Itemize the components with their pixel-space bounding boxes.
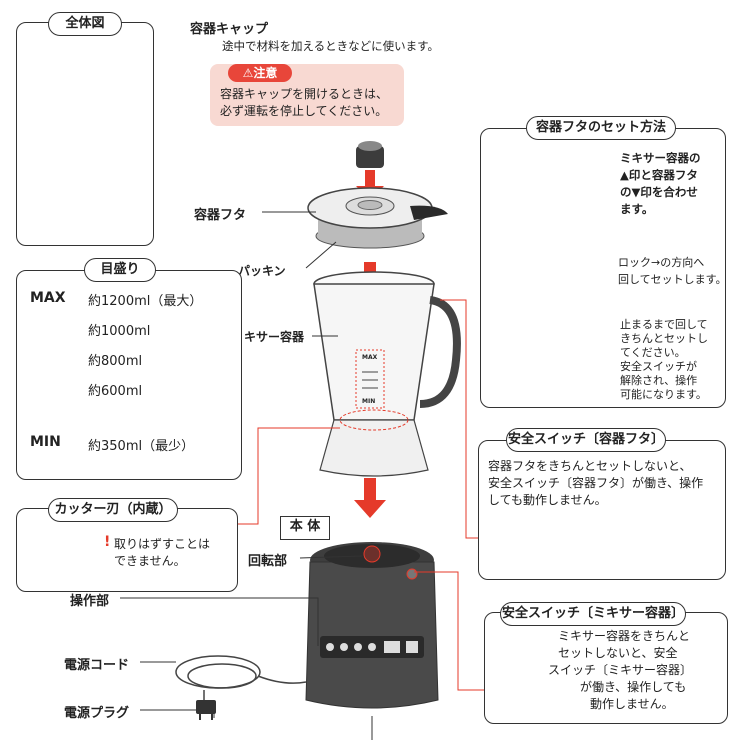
scale-item-350: 約350ml（最少） (88, 439, 195, 454)
safety-container-title: 安全スイッチ〔ミキサー容器〕 (500, 602, 686, 626)
safety-container-line-2: セットしないと、安全 (558, 646, 678, 660)
lid-set-step3-line-6: 可能になります。 (620, 388, 707, 401)
lid-set-step2-line-1: ロック→の方向へ (618, 256, 705, 269)
lid-set-step3-line-2: きちんとセットし (620, 332, 708, 345)
controls-label: 操作部 (70, 594, 110, 609)
cutter-title: カッター刃（内蔵） (48, 498, 178, 522)
overview-title: 全体図 (48, 12, 122, 36)
plug-label: 電源プラグ (64, 706, 130, 721)
scale-item-600: 約600ml (88, 384, 143, 399)
cutter-exclamation-icon: ! (104, 534, 111, 550)
lid-set-panel (480, 128, 726, 408)
cutter-line-2: できません。 (114, 554, 186, 568)
lid-set-step3-line-3: てください。 (620, 346, 686, 359)
cord-illustration (175, 655, 307, 702)
scale-item-1200: 約1200ml（最大） (88, 294, 203, 309)
safety-container-line-5: 動作しません。 (590, 697, 674, 711)
leader-lines (62, 211, 484, 740)
lid-set-step1-line-4: ます。 (620, 202, 654, 216)
lid-set-step2-line-2: 回してセットします。 (618, 273, 727, 286)
scale-title: 目盛り (84, 258, 156, 282)
cap-description: 途中で材料を加えるときなどに使います。 (222, 39, 440, 53)
safety-container-line-3: スイッチ〔ミキサー容器〕 (548, 663, 693, 677)
safety-lid-title: 安全スイッチ〔容器フタ〕 (506, 428, 666, 452)
cutter-line-1: 取りはずすことは (114, 537, 211, 551)
scale-max-mark: MAX (30, 290, 66, 306)
lid-set-step3-line-1: 止まるまで回して (620, 318, 708, 331)
scale-panel (16, 270, 242, 480)
caution-line-1: 容器キャップを開けるときは、 (220, 87, 389, 101)
safety-container-line-1: ミキサー容器をきちんと (558, 629, 691, 643)
lid-set-step1-line-2: ▲印と容器フタ (620, 168, 698, 182)
lid-set-title: 容器フタのセット方法 (526, 116, 676, 140)
warning-icon: ⚠ (242, 66, 254, 80)
cap-illustration (356, 141, 384, 168)
packing-label: パッキン (238, 264, 286, 278)
cap-label: 容器キャップ (190, 22, 269, 37)
overview-panel (16, 22, 154, 246)
lid-label: 容器フタ (194, 208, 247, 223)
body-label: 本 体 (280, 516, 330, 540)
lid-set-step1-line-3: の▼印を合わせ (620, 185, 698, 199)
lid-set-step1-line-1: ミキサー容器の (620, 151, 701, 165)
scale-item-1000: 約1000ml (88, 324, 151, 339)
scale-item-800: 約800ml (88, 354, 143, 369)
scale-min-mark: MIN (30, 434, 61, 450)
safety-lid-line-1: 容器フタをきちんとセットしないと、 (488, 459, 692, 473)
container-label: ミキサー容器 (232, 330, 305, 344)
safety-lid-panel (478, 440, 726, 580)
lid-set-step3-line-4: 安全スイッチが (620, 360, 697, 373)
caution-line-2: 必ず運転を停止してください。 (220, 104, 388, 118)
safety-lid-line-2: 安全スイッチ〔容器フタ〕が働き、操作 (488, 476, 704, 490)
safety-container-line-4: が働き、操作しても (580, 680, 687, 694)
rotor-label: 回転部 (248, 554, 288, 569)
caution-tag: ⚠注意 (228, 64, 292, 82)
jar-max-mark: MAX (362, 354, 378, 361)
lid-set-step3-line-5: 解除され、操作 (620, 374, 698, 387)
safety-lid-line-3: しても動作しません。 (488, 493, 607, 507)
arrow-jar-to-base (354, 478, 386, 518)
lid-illustration (307, 187, 448, 249)
jar-illustration (313, 271, 461, 477)
base-illustration (305, 542, 439, 709)
jar-min-mark: MIN (362, 398, 376, 405)
cord-label: 電源コード (64, 658, 130, 673)
